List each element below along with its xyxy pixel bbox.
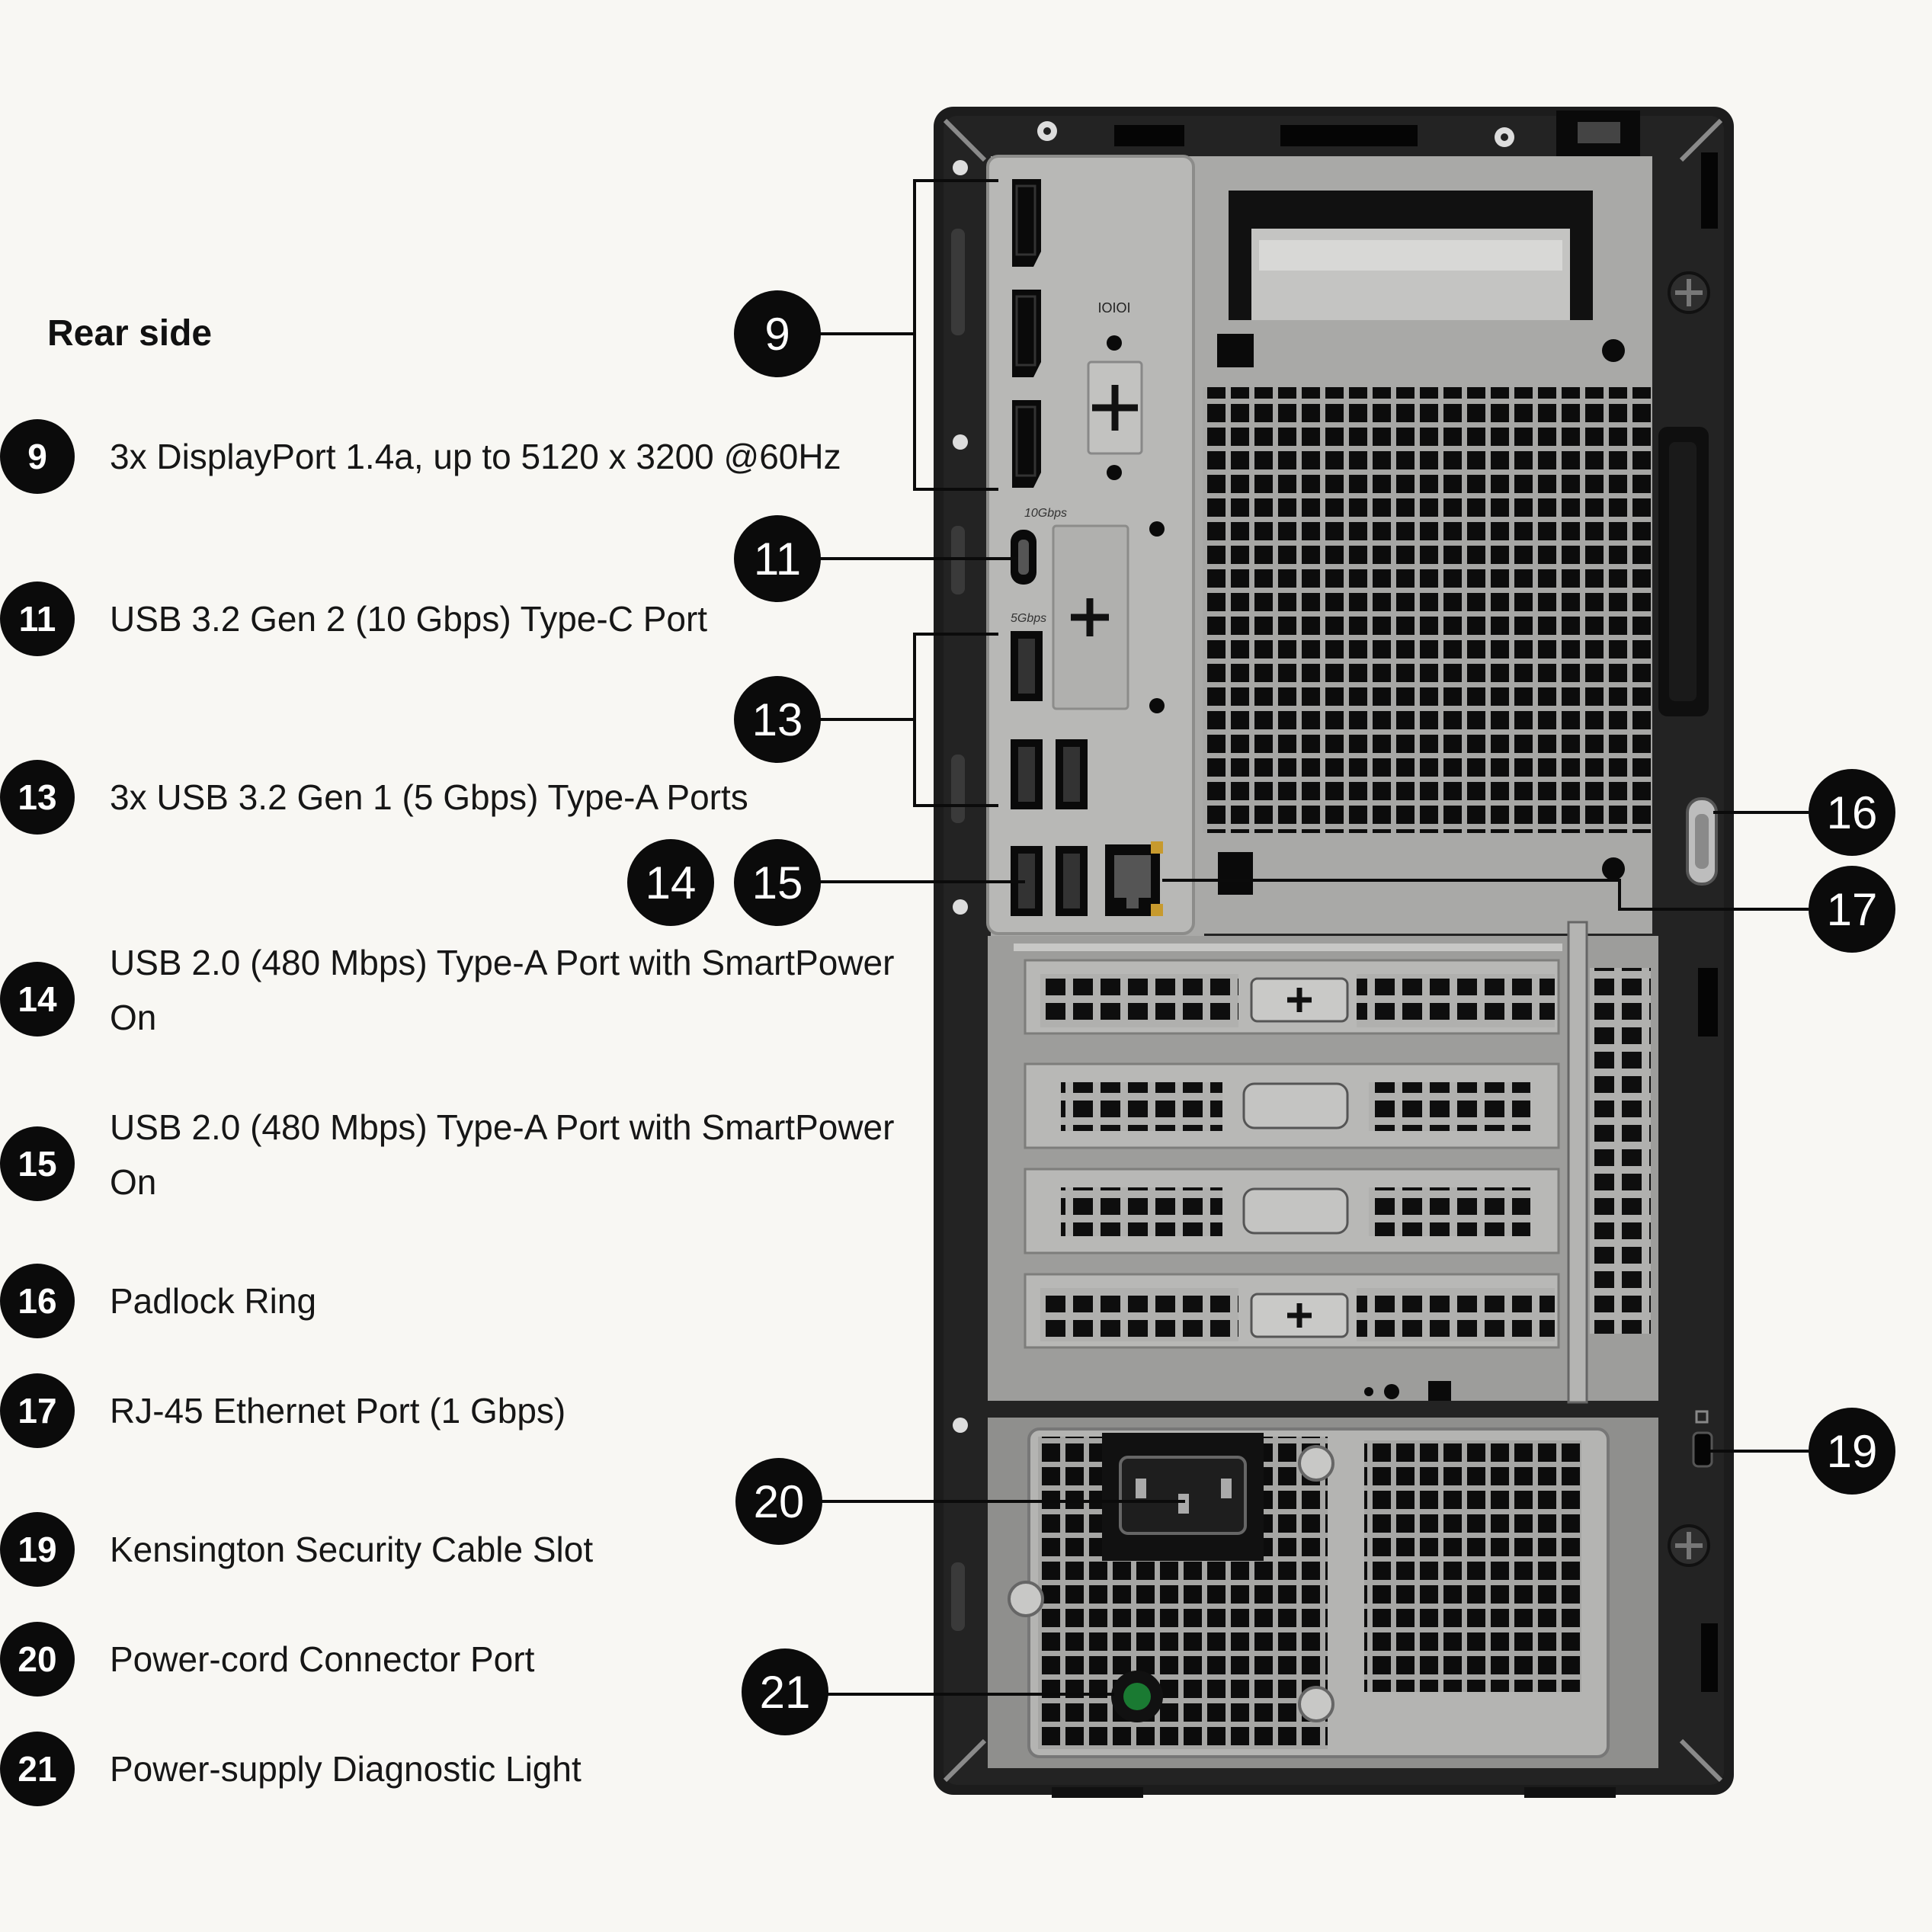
callout-16: 16: [1809, 769, 1895, 856]
callout-21: 21: [742, 1648, 828, 1735]
callout-number: 9: [764, 309, 790, 360]
callout-circle: [734, 515, 821, 602]
legend-text: Power-cord Connector Port: [110, 1639, 535, 1679]
legend-item-19: 19 Kensington Security Cable Slot: [0, 1508, 937, 1592]
legend-text: Kensington Security Cable Slot: [110, 1530, 594, 1569]
legend-text: USB 2.0 (480 Mbps) Type-A Port with Smar…: [110, 1107, 895, 1202]
legend-badge: 20: [0, 1622, 75, 1697]
legend-badge: 11: [0, 582, 75, 656]
callout-number: 13: [752, 694, 803, 745]
legend-text: 3x DisplayPort 1.4a, up to 5120 x 3200 @…: [110, 437, 841, 476]
legend-item-9: 9 3x DisplayPort 1.4a, up to 5120 x 3200…: [0, 415, 937, 499]
legend-item-20: 20 Power-cord Connector Port: [0, 1618, 937, 1702]
legend-item-17: 17 RJ-45 Ethernet Port (1 Gbps): [0, 1370, 937, 1453]
legend-item-11: 11 USB 3.2 Gen 2 (10 Gbps) Type-C Port: [0, 578, 937, 662]
callout-circle: [734, 839, 821, 926]
legend-badge: 13: [0, 760, 75, 835]
callout-circle: [1809, 1408, 1895, 1495]
callout-number: 17: [1827, 884, 1878, 935]
section-title: Rear side: [47, 313, 213, 354]
legend-text: RJ-45 Ethernet Port (1 Gbps): [110, 1391, 566, 1431]
callout-circle: [742, 1648, 828, 1735]
legend-text: Power-supply Diagnostic Light: [110, 1749, 582, 1789]
callout-19: 19: [1809, 1408, 1895, 1495]
callout-circle: [1809, 769, 1895, 856]
callout-circle: [735, 1458, 822, 1545]
callout-11: 11: [734, 515, 821, 602]
legend-badge: 14: [0, 962, 75, 1036]
fan-vent: [1203, 387, 1652, 833]
legend-text: USB 3.2 Gen 2 (10 Gbps) Type-C Port: [110, 599, 708, 639]
legend-badge: 16: [0, 1264, 75, 1338]
callout-circle: [734, 290, 821, 377]
slot-vents: [1040, 974, 1555, 1341]
callout-number: 19: [1827, 1426, 1878, 1477]
callout-9: 9: [734, 290, 821, 377]
callout-14: 14: [627, 839, 714, 926]
legend-text: Padlock Ring: [110, 1281, 317, 1321]
callout-circle: [1809, 866, 1895, 953]
callout-number: 20: [754, 1476, 805, 1527]
callout-circle: [734, 676, 821, 763]
kensington-slot: [1692, 1431, 1713, 1468]
legend-item-14: 14 USB 2.0 (480 Mbps) Type-A Port with S…: [0, 943, 937, 1042]
legend-badge: 15: [0, 1126, 75, 1201]
legend-item-16: 16 Padlock Ring: [0, 1260, 937, 1344]
callout-20: 20: [735, 1458, 822, 1545]
legend-badge: 21: [0, 1732, 75, 1806]
legend-badge: 9: [0, 419, 75, 494]
callout-number: 16: [1827, 787, 1878, 838]
callout-13: 13: [734, 676, 821, 763]
callout-17: 17: [1809, 866, 1895, 953]
usba-speed-label: 5Gbps: [1011, 612, 1046, 625]
callout-circle: [627, 839, 714, 926]
legend-item-15: 15 USB 2.0 (480 Mbps) Type-A Port with S…: [0, 1107, 937, 1206]
legend-item-13: 13 3x USB 3.2 Gen 1 (5 Gbps) Type-A Port…: [0, 756, 937, 840]
serial-port-label: IOIOI: [1097, 300, 1130, 316]
callout-number: 21: [760, 1667, 811, 1718]
callout-15: 15: [734, 839, 821, 926]
legend-item-21: 21 Power-supply Diagnostic Light: [0, 1728, 937, 1812]
legend-badge: 17: [0, 1373, 75, 1448]
usbc-speed-label: 10Gbps: [1024, 507, 1067, 520]
legend-text: 3x USB 3.2 Gen 1 (5 Gbps) Type-A Ports: [110, 777, 748, 817]
legend-badge: 19: [0, 1512, 75, 1587]
callout-number: 14: [646, 857, 697, 908]
legend-text: USB 2.0 (480 Mbps) Type-A Port with Smar…: [110, 943, 895, 1037]
callout-number: 15: [752, 857, 803, 908]
callout-number: 11: [754, 533, 801, 585]
